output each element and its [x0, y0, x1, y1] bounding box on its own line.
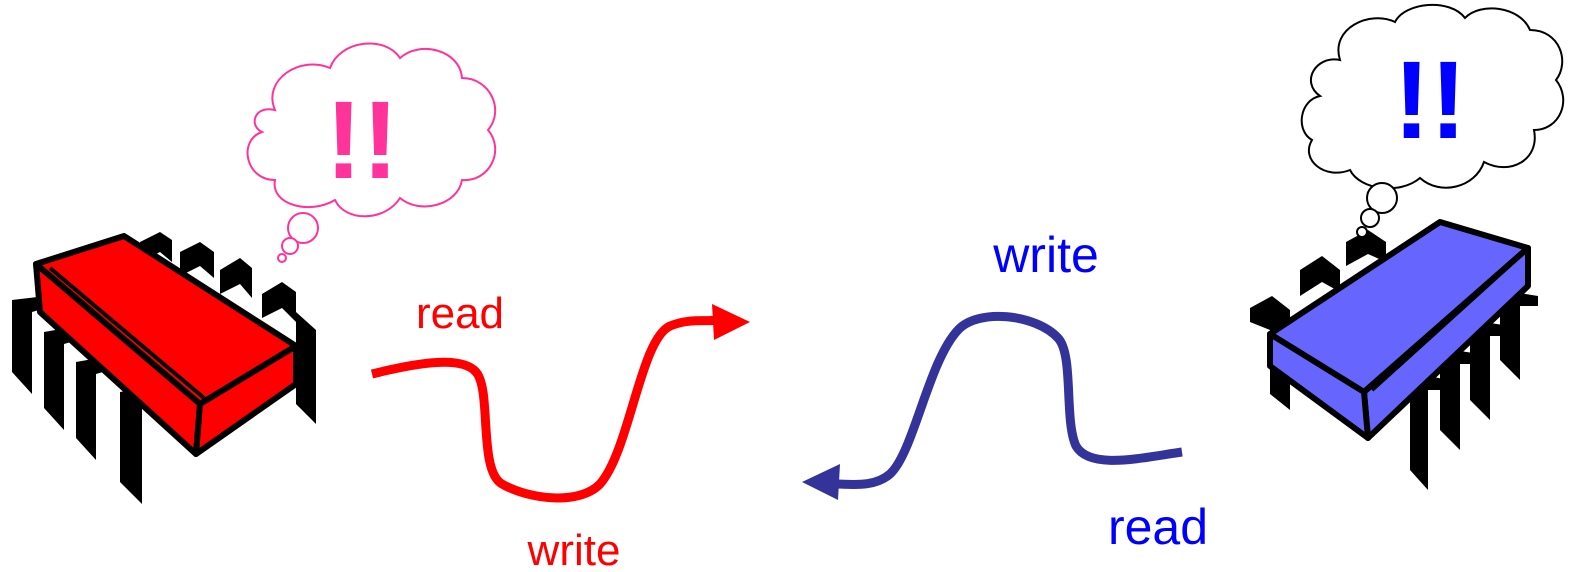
right-read-label: read	[1108, 499, 1208, 555]
left-write-label: write	[527, 526, 621, 572]
left-read-label: read	[416, 289, 504, 338]
right-thought-cloud	[1300, 4, 1565, 238]
right-write-label: write	[992, 227, 1099, 283]
left-thought-exclamation: !!	[325, 79, 398, 202]
left-thought-cloud	[246, 42, 497, 263]
right-wavy-arrow	[802, 311, 1183, 500]
right-chip-icon	[1250, 219, 1538, 490]
left-wavy-arrow	[370, 304, 750, 503]
left-chip-icon	[12, 232, 316, 504]
right-thought-exclamation: !!	[1393, 39, 1466, 162]
